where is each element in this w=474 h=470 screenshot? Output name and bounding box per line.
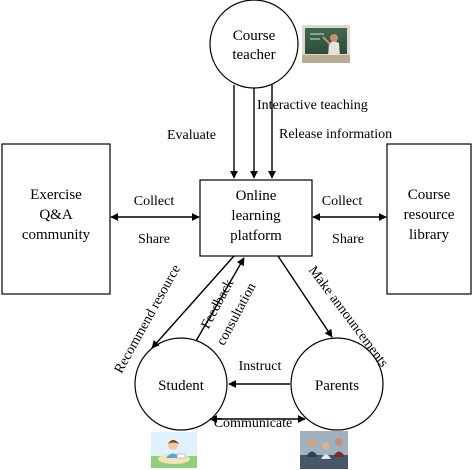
exercise-community-label-line2: Q&A — [39, 207, 73, 223]
teacher-photo — [302, 25, 350, 63]
feedback-consultation-arrow — [195, 257, 245, 342]
parents-node: Parents — [290, 337, 384, 431]
course-teacher-label-line1: Course — [233, 28, 276, 44]
collect-left-label: Collect — [134, 194, 175, 209]
share-left-label: Share — [138, 232, 170, 247]
course-teacher-node: Course teacher — [209, 0, 299, 89]
exercise-community-label-line1: Exercise — [30, 187, 82, 203]
exercise-community-node: Exercise Q&A community — [1, 143, 111, 295]
exercise-community-label-line3: community — [22, 227, 91, 243]
resource-library-label-line3: library — [409, 227, 449, 243]
online-platform-label-line2: learning — [231, 208, 281, 224]
resource-library-node: Course resource library — [386, 143, 472, 295]
student-node: Student — [134, 337, 228, 431]
student-label: Student — [158, 378, 205, 394]
parents-label: Parents — [315, 378, 359, 394]
share-right-label: Share — [332, 232, 364, 247]
make-announcements-arrow — [277, 255, 333, 338]
instruct-label: Instruct — [239, 359, 282, 374]
release-information-label: Release information — [279, 127, 392, 142]
student-illustration — [151, 432, 197, 468]
interactive-teaching-label: Interactive teaching — [257, 98, 368, 113]
online-platform-label-line1: Online — [236, 188, 277, 204]
online-platform-node: Online learning platform — [199, 179, 313, 257]
communicate-label: Communicate — [214, 416, 293, 431]
collect-right-label: Collect — [322, 194, 363, 209]
parents-photo — [300, 431, 348, 469]
course-teacher-label-line2: teacher — [232, 47, 275, 63]
online-platform-label-line3: platform — [230, 228, 282, 244]
resource-library-label-line1: Course — [408, 187, 451, 203]
resource-library-label-line2: resource — [404, 207, 455, 223]
evaluate-label: Evaluate — [167, 128, 216, 143]
recommend-resource-arrow — [151, 255, 235, 349]
